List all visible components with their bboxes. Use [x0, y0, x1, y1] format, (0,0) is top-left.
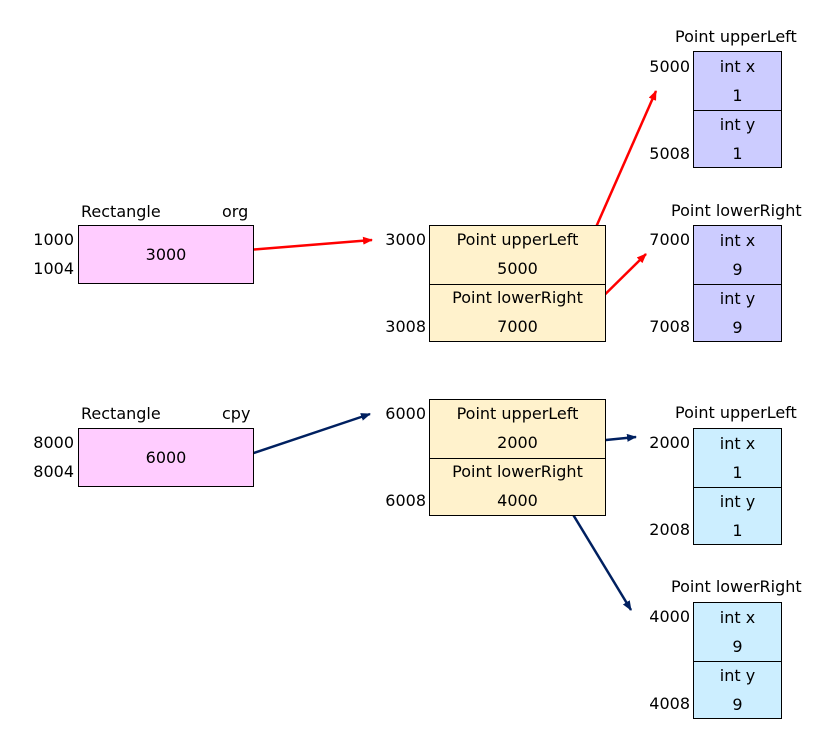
- field-label: int y: [719, 115, 756, 134]
- field-value: 5000: [497, 259, 538, 278]
- field-label: int y: [719, 666, 756, 685]
- org-object-address-1: 3000: [385, 230, 426, 249]
- cpy-lowerright-arrow: [564, 502, 633, 611]
- field-value: 9: [732, 637, 743, 656]
- org-point1-address-1: 5000: [649, 57, 690, 76]
- point-y-cell: int y 9: [694, 661, 781, 718]
- field-value: 1: [732, 521, 743, 540]
- org-object-address-2: 3008: [385, 317, 426, 336]
- point-x-cell: int x 1: [694, 52, 781, 110]
- field-label: int y: [719, 289, 756, 308]
- field-value: 7000: [497, 317, 538, 336]
- cpy-point-lowerright: int x 9 int y 9: [693, 602, 782, 719]
- field-label: int x: [719, 231, 756, 250]
- field-label: int x: [719, 57, 756, 76]
- cpy-rectangle-object: Point upperLeft 2000 Point lowerRight 40…: [429, 399, 606, 516]
- cpy-reference-box: 6000: [78, 428, 254, 487]
- cpy-type-label: Rectangle: [81, 404, 161, 423]
- cpy-point2-address-1: 4000: [649, 607, 690, 626]
- cpy-point1-title: Point upperLeft: [675, 403, 797, 422]
- org-address-1: 1000: [33, 230, 74, 249]
- org-point1-address-2: 5008: [649, 144, 690, 163]
- org-type-label: Rectangle: [81, 202, 161, 221]
- cpy-point-upperleft: int x 1 int y 1: [693, 428, 782, 545]
- field-label: Point upperLeft: [456, 404, 579, 423]
- org-field-upperleft: Point upperLeft 5000: [430, 226, 605, 284]
- field-label: Point lowerRight: [452, 462, 583, 481]
- org-address-2: 1004: [33, 259, 74, 278]
- point-y-cell: int y 9: [694, 284, 781, 341]
- cpy-point2-title: Point lowerRight: [671, 577, 802, 596]
- org-reference-box: 3000: [78, 225, 254, 284]
- org-point2-address-2: 7008: [649, 317, 690, 336]
- field-value: 4000: [497, 491, 538, 510]
- point-x-cell: int x 9: [694, 603, 781, 661]
- point-y-cell: int y 1: [694, 110, 781, 167]
- org-point2-address-1: 7000: [649, 230, 690, 249]
- cpy-field-lowerright: Point lowerRight 4000: [430, 458, 605, 515]
- org-point-lowerright: int x 9 int y 9: [693, 225, 782, 342]
- point-x-cell: int x 1: [694, 429, 781, 487]
- field-value: 1: [732, 86, 743, 105]
- cpy-reference-value: 6000: [145, 448, 187, 467]
- cpy-name-label: cpy: [222, 404, 251, 423]
- field-value: 2000: [497, 433, 538, 452]
- point-x-cell: int x 9: [694, 226, 781, 284]
- field-label: int y: [719, 492, 756, 511]
- org-reference-value: 3000: [145, 245, 187, 264]
- field-value: 9: [732, 695, 743, 714]
- cpy-point1-address-2: 2008: [649, 520, 690, 539]
- cpy-object-address-2: 6008: [385, 491, 426, 510]
- field-value: 9: [732, 318, 743, 337]
- org-field-lowerright: Point lowerRight 7000: [430, 284, 605, 341]
- cpy-point1-address-1: 2000: [649, 433, 690, 452]
- field-label: Point lowerRight: [452, 288, 583, 307]
- field-value: 1: [732, 463, 743, 482]
- cpy-object-address-1: 6000: [385, 404, 426, 423]
- field-label: int x: [719, 434, 756, 453]
- field-label: Point upperLeft: [456, 230, 579, 249]
- field-label: int x: [719, 608, 756, 627]
- point-y-cell: int y 1: [694, 487, 781, 544]
- org-point1-title: Point upperLeft: [675, 27, 797, 46]
- cpy-point2-address-2: 4008: [649, 694, 690, 713]
- cpy-address-1: 8000: [33, 433, 74, 452]
- field-value: 9: [732, 260, 743, 279]
- org-name-label: org: [222, 202, 249, 221]
- cpy-field-upperleft: Point upperLeft 2000: [430, 400, 605, 458]
- org-point2-title: Point lowerRight: [671, 201, 802, 220]
- org-rectangle-object: Point upperLeft 5000 Point lowerRight 70…: [429, 225, 606, 342]
- field-value: 1: [732, 144, 743, 163]
- cpy-address-2: 8004: [33, 462, 74, 481]
- org-point-upperleft: int x 1 int y 1: [693, 51, 782, 168]
